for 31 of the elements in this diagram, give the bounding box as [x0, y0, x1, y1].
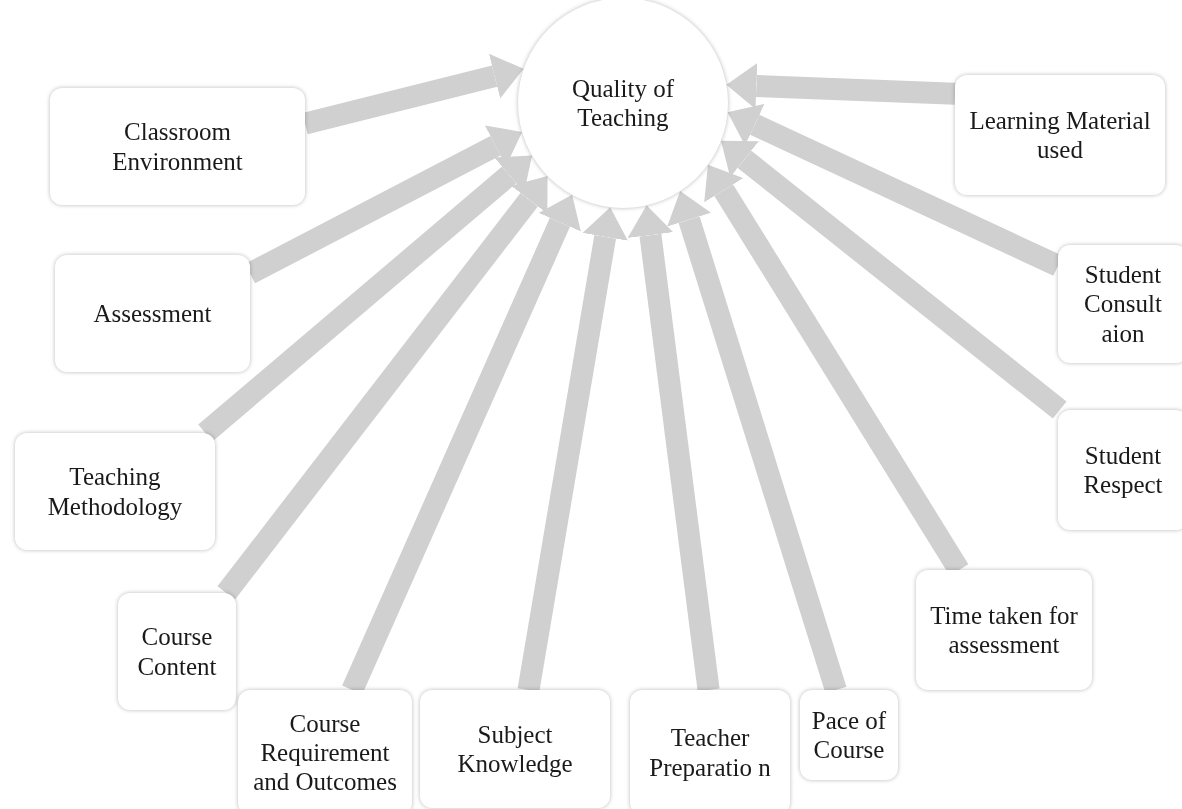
factor-box [800, 690, 898, 780]
factor-box [420, 690, 610, 808]
factor-box [238, 690, 412, 809]
factor-box [55, 255, 250, 372]
block-arrow [627, 205, 720, 692]
factor-box [916, 570, 1092, 690]
node-label: Student Consult aion [1083, 260, 1163, 348]
node-label: Assessment [93, 298, 212, 329]
block-arrow [198, 155, 533, 442]
node-label: Time taken for assessment [929, 600, 1079, 660]
factor-box [1058, 410, 1182, 530]
node-label: Course Requirement and Outcomes [252, 708, 398, 797]
block-arrow [517, 207, 628, 692]
node-label: Pace of Course [810, 705, 888, 765]
factor-box [630, 690, 790, 809]
node-label: Learning Material used [968, 105, 1152, 165]
factor-box [1058, 245, 1182, 363]
node-label: Teacher Preparatio n [648, 723, 772, 782]
block-arrow [726, 62, 956, 109]
factor-box [118, 593, 236, 710]
factor-box [955, 75, 1165, 195]
factor-box [50, 88, 305, 205]
node-label: Student Respect [1082, 440, 1164, 500]
factor-box [15, 433, 215, 550]
node-label: Subject Knowledge [456, 719, 574, 779]
node-label: Quality of Teaching [570, 73, 676, 133]
node-label: Teaching Methodology [46, 462, 184, 521]
block-arrow [721, 140, 1067, 419]
node-label: Course Content [136, 622, 218, 681]
block-arrow [217, 175, 548, 600]
node-label: Classroom Environment [111, 117, 244, 176]
